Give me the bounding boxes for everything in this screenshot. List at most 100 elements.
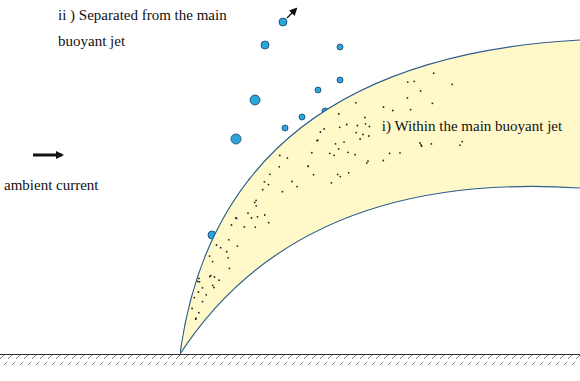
- particle-dot: [229, 267, 231, 269]
- bubble: [254, 219, 260, 225]
- bubble: [211, 280, 218, 287]
- particle-dot: [331, 182, 333, 184]
- particle-dot: [212, 261, 214, 263]
- particle-dot: [367, 160, 369, 162]
- particle-dot: [407, 81, 409, 83]
- particle-dot: [278, 166, 280, 168]
- particle-dot: [216, 244, 218, 246]
- particle-dot: [343, 141, 345, 143]
- bubble: [248, 178, 256, 186]
- particle-dot: [254, 226, 256, 228]
- particle-dot: [362, 134, 364, 136]
- bubble-layer: [194, 18, 343, 317]
- particle-dot: [282, 191, 284, 193]
- particle-dot: [348, 172, 350, 174]
- particle-dot: [191, 308, 193, 310]
- particle-dot: [313, 174, 315, 176]
- particle-dot: [255, 205, 257, 207]
- particle-dot: [195, 317, 197, 319]
- bubble: [241, 229, 247, 235]
- particle-dot: [354, 154, 356, 156]
- particle-dot: [461, 141, 463, 143]
- particle-dot: [202, 301, 204, 303]
- particle-dot: [407, 97, 409, 99]
- particle-dot: [420, 90, 422, 92]
- particle-dot: [432, 102, 434, 104]
- particle-dot: [268, 184, 270, 186]
- particle-dot: [231, 224, 233, 226]
- particle-dot: [323, 128, 325, 130]
- bubble: [277, 203, 283, 209]
- bubble: [306, 139, 312, 145]
- particle-dot: [316, 140, 318, 142]
- particle-layer: [180, 36, 580, 358]
- particle-dot: [338, 113, 340, 115]
- bubble: [299, 114, 305, 120]
- particle-dot: [383, 106, 385, 108]
- particle-dot: [368, 135, 370, 137]
- band-label: i) Within the main buoyant jet: [374, 114, 570, 138]
- particle-dot: [199, 281, 201, 283]
- particle-dot: [268, 222, 270, 224]
- particle-dot: [365, 123, 367, 125]
- bubble: [233, 249, 239, 255]
- bubble: [262, 197, 268, 203]
- particle-dot: [433, 72, 435, 74]
- bubble: [279, 18, 287, 26]
- particle-dot: [410, 109, 412, 111]
- band-outline: [180, 36, 580, 358]
- particle-dot: [257, 216, 259, 218]
- particle-dot: [413, 80, 415, 82]
- particle-dot: [419, 142, 421, 144]
- particle-dot: [329, 152, 331, 154]
- particle-dot: [213, 287, 215, 289]
- particle-dot: [287, 157, 289, 159]
- bubble: [325, 145, 331, 151]
- current-arrow: [33, 154, 62, 157]
- particle-dot: [347, 151, 349, 153]
- particle-dot: [198, 278, 200, 280]
- particle-dot: [243, 226, 245, 228]
- bubble: [202, 293, 208, 299]
- particle-dot: [355, 102, 357, 104]
- particle-dot: [364, 117, 366, 119]
- bubble: [194, 309, 202, 317]
- particle-dot: [212, 284, 214, 286]
- particle-dot: [335, 143, 337, 145]
- bubble: [315, 87, 321, 93]
- separated-label: ii ) Separated from the main buoyant jet: [58, 2, 270, 54]
- particle-dot: [421, 145, 423, 147]
- particle-dot: [307, 165, 309, 167]
- particle-dot: [359, 138, 361, 140]
- band-inner-edge: [180, 186, 580, 354]
- particle-dot: [296, 186, 298, 188]
- band-outer-edge: [180, 40, 580, 354]
- particle-dot: [236, 218, 238, 220]
- particle-dot: [311, 152, 313, 154]
- particle-dot: [198, 312, 200, 314]
- particle-dot: [237, 245, 239, 247]
- particle-dot: [226, 251, 228, 253]
- particle-dot: [262, 189, 264, 191]
- particle-dot: [339, 176, 341, 178]
- bubble: [275, 157, 281, 163]
- bubble: [240, 211, 246, 217]
- particle-dot: [209, 255, 211, 257]
- particle-dot: [389, 152, 391, 154]
- particle-dot: [346, 124, 348, 126]
- bubble: [261, 41, 269, 49]
- particle-dot: [235, 217, 237, 219]
- bubble: [337, 44, 343, 50]
- ground-hatch: [0, 355, 580, 365]
- particle-dot: [269, 173, 271, 175]
- current-label: ambient current: [4, 172, 144, 198]
- particle-dot: [366, 162, 368, 164]
- particle-dot: [431, 143, 433, 145]
- particle-dot: [220, 247, 222, 249]
- bubble: [337, 77, 343, 83]
- particle-dot: [214, 276, 216, 278]
- particle-dot: [264, 214, 266, 216]
- particle-dot: [255, 199, 257, 201]
- bubble: [208, 231, 216, 239]
- particle-dot: [193, 297, 195, 299]
